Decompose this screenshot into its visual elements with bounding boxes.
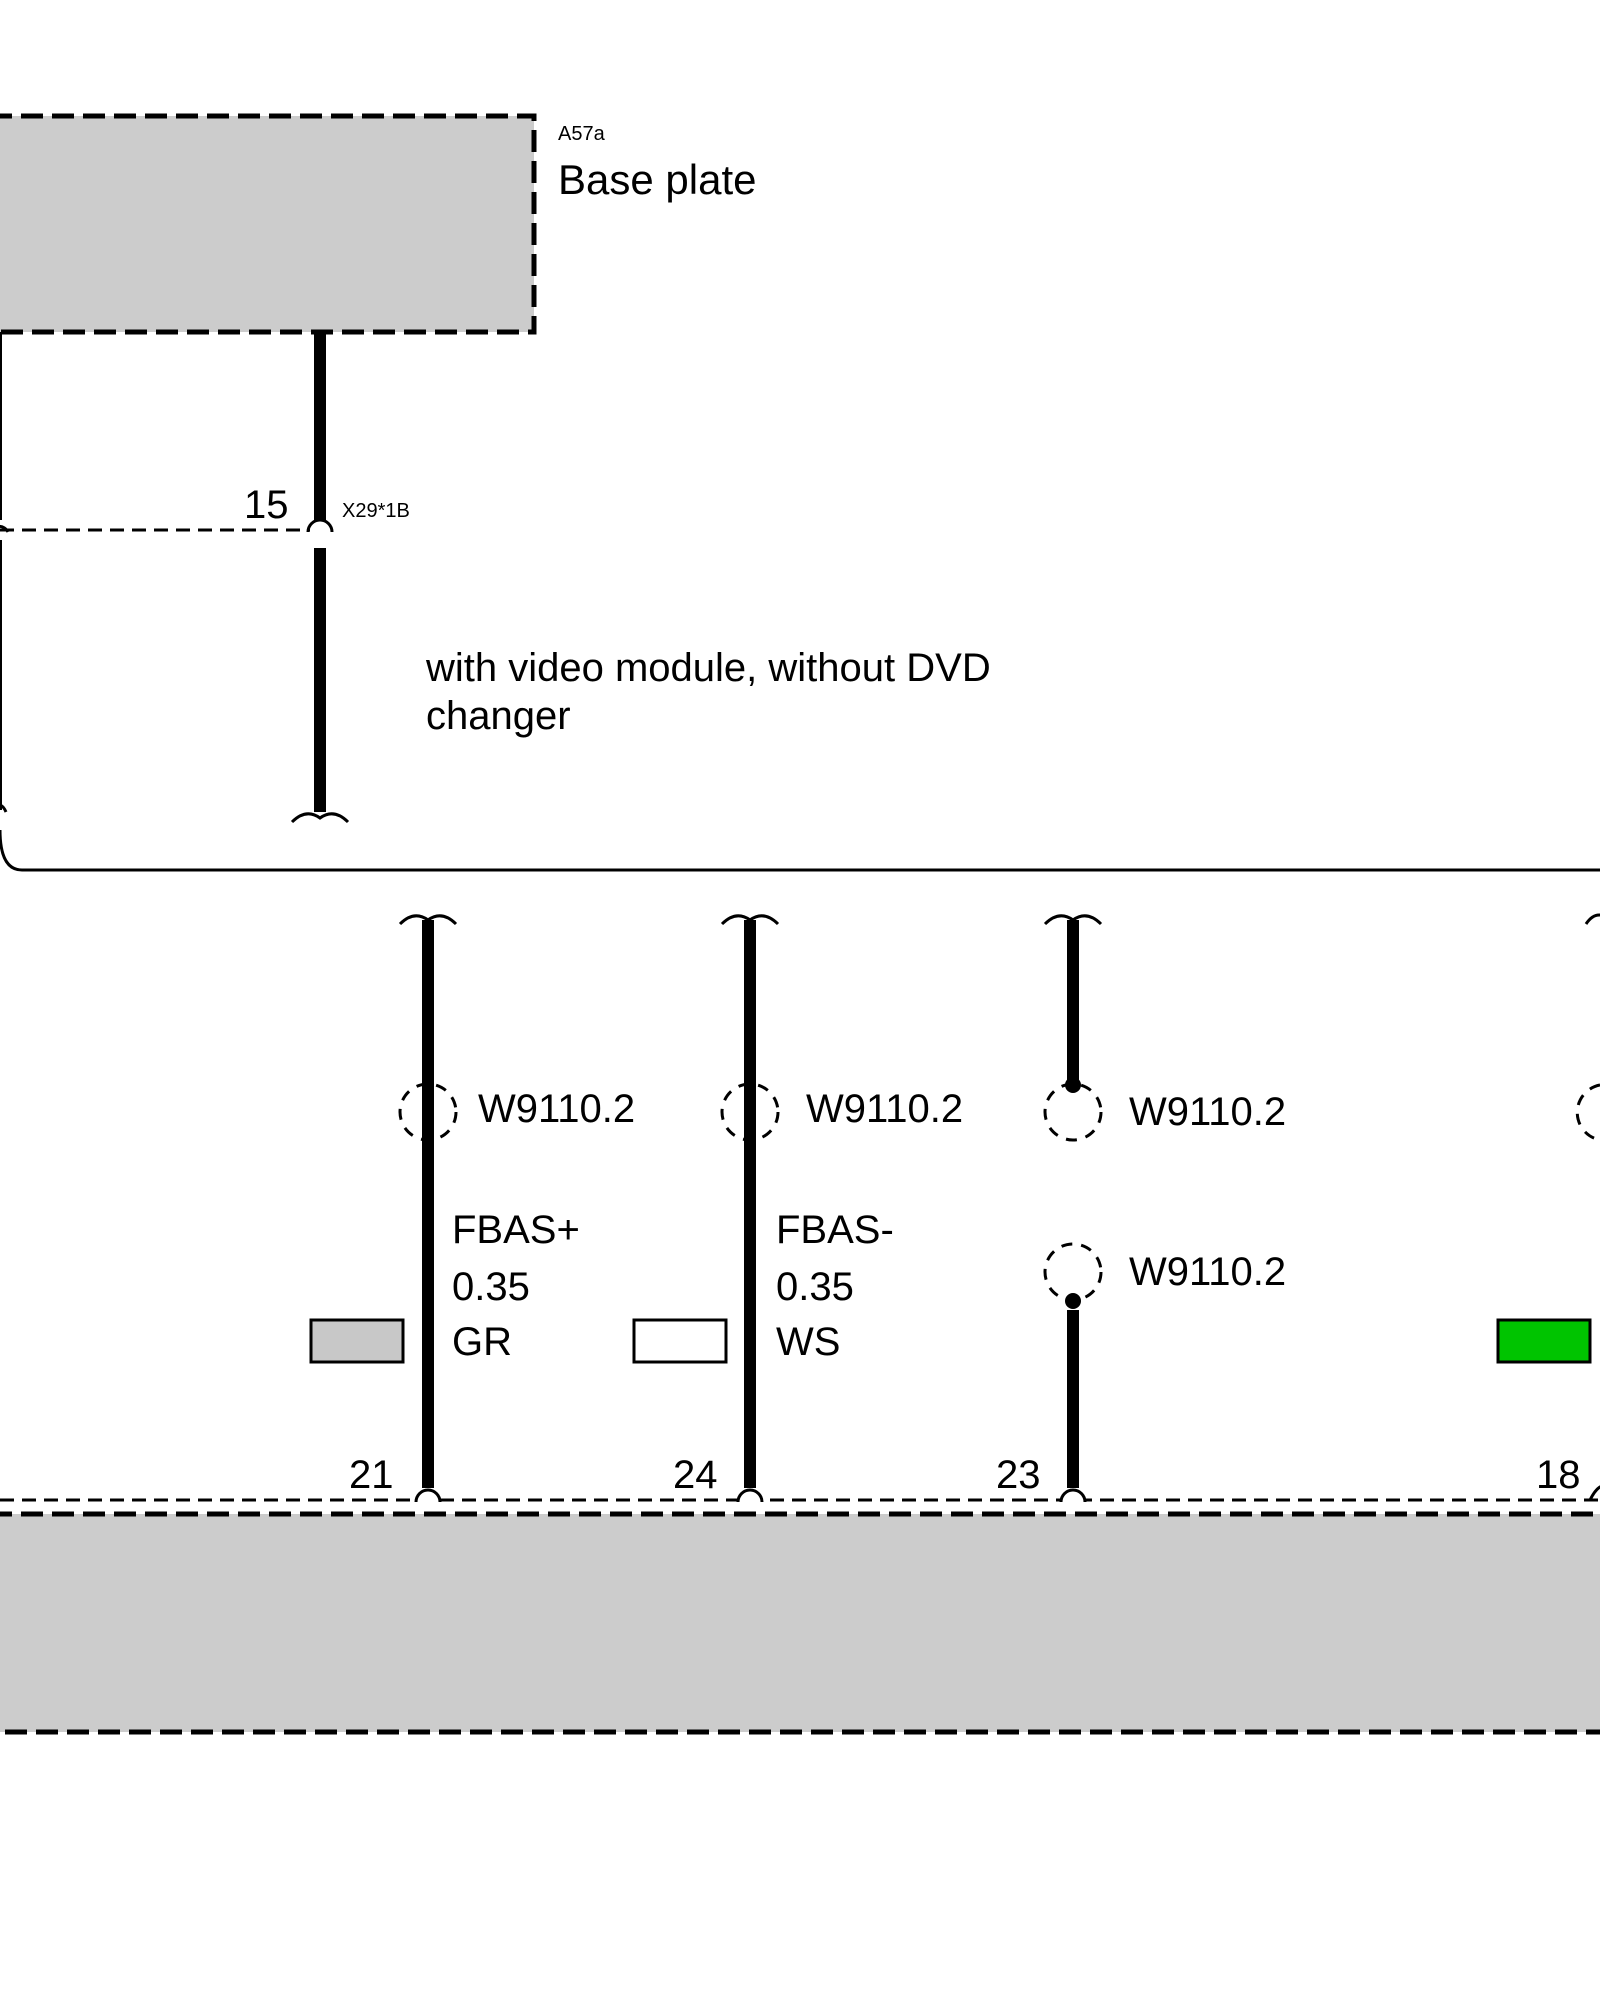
base-plate-id: A57a <box>558 123 606 145</box>
connector-x29-pin-arc <box>306 518 334 533</box>
splice-label-shield-upper: W9110.2 <box>1129 1090 1286 1134</box>
splice-dot-shield-lower <box>1065 1293 1081 1309</box>
splice-label-shield-lower: W9110.2 <box>1129 1250 1286 1294</box>
gauge-fbas-minus: 0.35 <box>776 1265 854 1309</box>
connector-x29-id: X29*1B <box>342 500 410 522</box>
condition-note-line1: with video module, without DVD <box>425 646 991 690</box>
splice-dot-shield-upper <box>1065 1077 1081 1093</box>
connector-x29-left-arc <box>0 524 10 533</box>
pin-number-24: 24 <box>673 1453 718 1497</box>
splice-w9110-pin18-partial <box>1575 1083 1600 1142</box>
pin-arc-23 <box>1059 1488 1087 1503</box>
option-separator-line <box>0 829 1600 872</box>
splice-label-fbas-plus: W9110.2 <box>478 1087 635 1131</box>
wire-color-swatch-gr <box>309 1318 405 1364</box>
base-plate-name: Base plate <box>558 156 756 203</box>
pin-arc-21 <box>414 1488 442 1503</box>
break-mark-left-edge <box>0 803 8 813</box>
signal-fbas-plus: FBAS+ <box>452 1208 580 1252</box>
base-plate-box[interactable] <box>0 113 537 335</box>
condition-note-line2: changer <box>426 694 571 738</box>
color-code-fbas-minus: WS <box>776 1320 840 1364</box>
break-mark-pin15 <box>290 812 350 824</box>
color-code-fbas-plus: GR <box>452 1320 512 1364</box>
splice-w9110-fbas-plus[interactable] <box>398 1082 458 1142</box>
splice-w9110-fbas-minus[interactable] <box>720 1082 780 1142</box>
connector-x29-pin-number: 15 <box>244 483 289 527</box>
signal-fbas-minus: FBAS- <box>776 1208 894 1252</box>
splice-w9110-shield-lower[interactable] <box>1043 1242 1103 1302</box>
wire-color-swatch-green <box>1496 1318 1592 1364</box>
pin-number-21: 21 <box>349 1453 394 1497</box>
pin18-terminal-partial <box>1588 1485 1600 1501</box>
break-mark-wire-pin18 <box>1584 913 1600 925</box>
pin-number-18: 18 <box>1536 1453 1581 1497</box>
pin-number-23: 23 <box>996 1453 1041 1497</box>
splice-w9110-shield-upper[interactable] <box>1043 1082 1103 1142</box>
lower-module-box[interactable] <box>0 1511 1600 1735</box>
gauge-fbas-plus: 0.35 <box>452 1265 530 1309</box>
pin-arc-24 <box>736 1488 764 1503</box>
wire-color-swatch-ws <box>632 1318 728 1364</box>
splice-label-fbas-minus: W9110.2 <box>806 1087 963 1131</box>
